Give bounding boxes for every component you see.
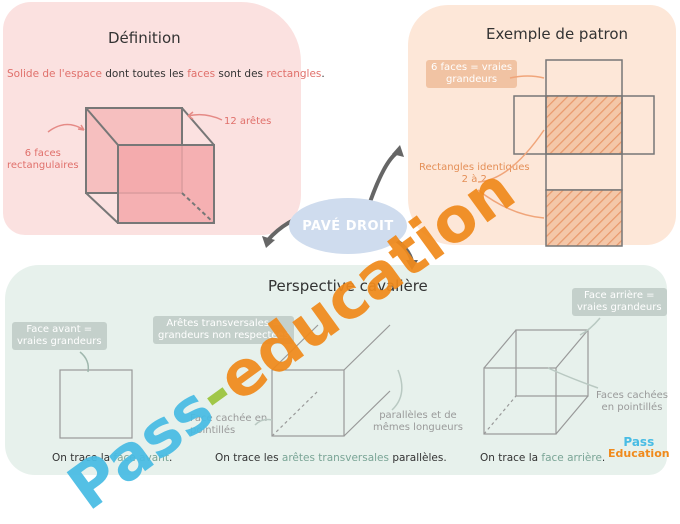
label-6-faces: 6 faces rectangulaires (7, 148, 79, 171)
step2-front-face (271, 369, 345, 437)
tag-face-arriere: Face arrière = vraies grandeurs (572, 288, 667, 316)
step1-caption: On trace la face avant. (52, 452, 173, 464)
patron-net-drawing (477, 59, 655, 247)
definition-sentence-part1: Solide de l'espace (7, 68, 102, 80)
label-rectangles-identiques: Rectangles identiques 2 à 2 (419, 162, 530, 185)
step1-front-face (59, 369, 133, 439)
perspective-drawings (59, 317, 601, 439)
net-face-hatched-bottom (545, 189, 623, 247)
step3-back-face (515, 329, 589, 397)
tag-aretes-transversales: Arêtes transversales = grandeurs non res… (153, 316, 294, 344)
step2-caption: On trace les arêtes transversales parall… (215, 452, 447, 464)
perspective-title: Perspective cavalière (268, 277, 428, 295)
definition-sentence: Solide de l'espace dont toutes les faces… (7, 68, 325, 80)
tag-face-avant: Face avant = vraies grandeurs (12, 322, 107, 350)
definition-cuboid-drawing (47, 107, 223, 224)
definition-sentence-part2: dont toutes les (101, 68, 188, 80)
center-arrows (262, 145, 418, 270)
patron-title: Exemple de patron (486, 25, 629, 43)
tag-6-faces: 6 faces = vraies grandeurs (426, 60, 518, 88)
definition-sentence-part3: faces (187, 68, 216, 80)
definition-sentence-part5: rectangles (266, 68, 322, 80)
arrow-aretes (187, 113, 223, 121)
arrow-faces (47, 123, 85, 133)
center-label-pave-droit: PAVÉ DROIT (289, 198, 407, 254)
definition-sentence-part4: sont des (215, 68, 267, 80)
label-faces-cachees: Faces cachées en pointillés (596, 390, 668, 413)
label-face-cachee: Face cachée en pointillés (190, 413, 268, 436)
definition-sentence-part6: . (321, 68, 325, 80)
step3-caption: On trace la face arrière. (480, 452, 606, 464)
patron-panel (408, 5, 676, 245)
definition-title: Définition (108, 29, 181, 47)
label-12-aretes: 12 arêtes (224, 116, 272, 127)
cuboid-front-face (117, 144, 215, 224)
step3-front-face (483, 367, 557, 435)
label-paralleles: parallèles et de mêmes longueurs (373, 410, 463, 433)
logo: Pass Education (608, 435, 670, 460)
